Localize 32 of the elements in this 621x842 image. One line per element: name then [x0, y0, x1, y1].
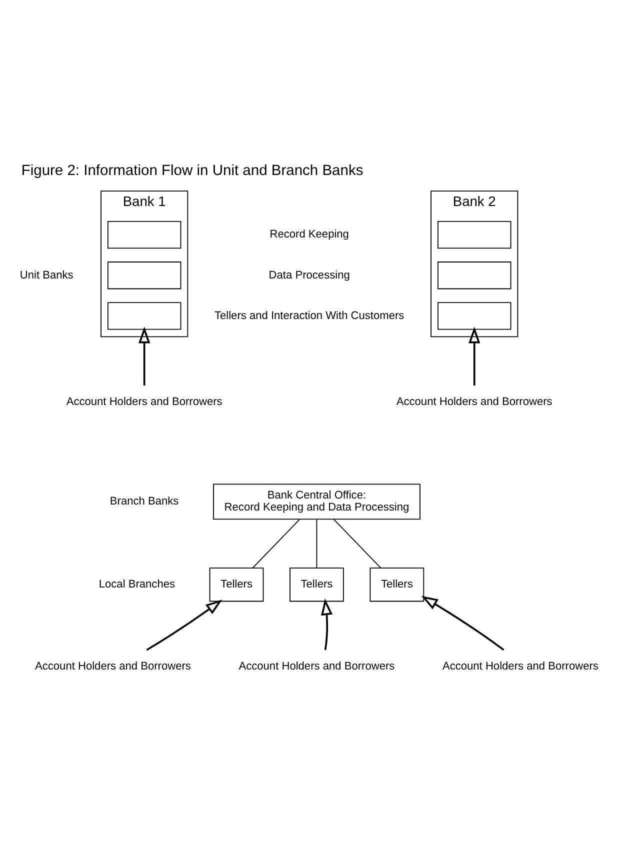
arrow — [138, 326, 150, 386]
node-box — [438, 302, 512, 330]
label: Branch Banks — [110, 495, 179, 508]
node-text: Account Holders and Borrowers — [35, 660, 191, 672]
node-box: Tellers — [370, 567, 424, 602]
connector — [252, 518, 300, 568]
node-box — [438, 220, 512, 248]
cluster: Bank 2 — [430, 190, 518, 337]
connector — [333, 518, 382, 568]
node-box: Tellers — [290, 567, 344, 602]
label: Record Keeping — [270, 228, 349, 240]
arrow — [421, 595, 504, 650]
label: Local Branches — [98, 578, 176, 590]
arrow — [321, 598, 333, 650]
node-text: Account Holders and Borrowers — [238, 660, 395, 672]
label: Unit Banks — [20, 268, 74, 281]
arrow — [146, 599, 222, 650]
node-box — [107, 220, 182, 248]
arrow — [468, 326, 480, 386]
node-text: Account Holders and Borrowers — [442, 660, 598, 672]
label: Data Processing — [268, 268, 350, 281]
connector — [316, 518, 318, 568]
cluster: Bank 1 — [100, 190, 188, 337]
diagram-title: Figure 2: Information Flow in Unit and Branch Banks — [21, 162, 364, 179]
node-box — [107, 261, 182, 289]
node-box: Tellers — [209, 567, 264, 602]
node-box — [438, 261, 512, 289]
node-box: Bank Central Office: Record Keeping and Data Processing — [213, 483, 420, 520]
label: Tellers and Interaction With Customers — [214, 309, 404, 322]
node-text: Account Holders and Borrowers — [396, 396, 552, 408]
node-text: Account Holders and Borrowers — [66, 396, 222, 408]
node-box — [107, 302, 182, 330]
